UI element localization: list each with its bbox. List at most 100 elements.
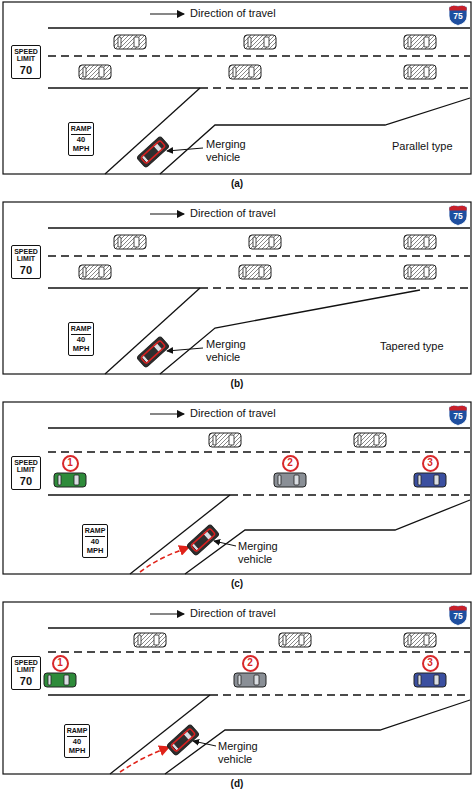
ramp-speed-sign: RAMP 40 MPH xyxy=(82,524,109,558)
sign-value: 40 MPH xyxy=(85,536,106,555)
ramp-type-label: Parallel type xyxy=(392,140,453,153)
ramp-speed-sign: RAMP 40 MPH xyxy=(68,122,95,156)
merge-path xyxy=(120,747,169,772)
speed-limit-sign: SPEED LIMIT70 xyxy=(11,456,41,491)
vehicle xyxy=(114,235,146,249)
panel-frame xyxy=(3,2,471,174)
sign-heading: RAMP xyxy=(71,125,92,132)
speed-limit-sign: SPEED LIMIT70 xyxy=(11,245,41,280)
lane-line xyxy=(48,651,470,652)
sign-value: 70 xyxy=(14,475,38,487)
merging-label: Merging vehicle xyxy=(206,138,246,164)
ramp-type-label: Tapered type xyxy=(380,340,444,353)
road-edge xyxy=(48,694,210,695)
vehicle xyxy=(134,633,166,647)
callout-number: 2 xyxy=(247,658,253,668)
vehicle xyxy=(274,473,306,487)
vehicle xyxy=(414,673,446,687)
merging-label: Merging vehicle xyxy=(218,740,258,766)
interstate-shield: 75 xyxy=(448,4,468,26)
leader-arrow xyxy=(214,541,236,546)
callout-number: 3 xyxy=(427,458,433,468)
road-edge xyxy=(48,287,200,288)
sign-value: 40 MPH xyxy=(71,334,92,353)
leader-arrow xyxy=(167,148,203,151)
vehicle xyxy=(239,265,271,279)
vehicle xyxy=(354,433,386,447)
ramp-edge xyxy=(185,500,470,574)
vehicle xyxy=(404,633,436,647)
ramp-speed-sign: RAMP 40 MPH xyxy=(64,724,91,758)
leader-arrow xyxy=(167,348,203,351)
direction-arrow xyxy=(150,213,184,214)
sign-heading: RAMP xyxy=(71,325,92,332)
vehicle xyxy=(249,235,281,249)
sign-value: 70 xyxy=(14,264,38,276)
ramp-edge xyxy=(165,700,470,774)
callout-number: 2 xyxy=(287,458,293,468)
road-edge xyxy=(48,87,200,88)
callout-number: 1 xyxy=(67,458,73,468)
callout-number: 2 xyxy=(282,455,299,472)
direction-arrow xyxy=(150,13,184,14)
panel-letter: (a) xyxy=(231,178,243,190)
speed-limit-sign: SPEED LIMIT70 xyxy=(11,45,41,80)
callout-number: 3 xyxy=(427,658,433,668)
vehicle xyxy=(79,65,111,79)
road-edge xyxy=(48,627,470,628)
merging-vehicle xyxy=(166,724,199,756)
sign-value: 70 xyxy=(14,64,38,76)
sign-heading: RAMP xyxy=(67,727,88,734)
merge-path xyxy=(140,547,189,572)
ramp-speed-sign: RAMP 40 MPH xyxy=(68,322,95,356)
vehicle xyxy=(114,35,146,49)
lane-line xyxy=(210,694,470,695)
sign-heading: SPEED LIMIT xyxy=(14,248,38,263)
road-edge xyxy=(48,227,470,228)
ramp-edge xyxy=(160,98,470,174)
lane-line xyxy=(48,55,470,56)
panel-letter: (d) xyxy=(231,778,244,790)
route-number: 75 xyxy=(448,404,468,421)
route-number: 75 xyxy=(448,204,468,221)
direction-label: Direction of travel xyxy=(190,607,276,620)
vehicle xyxy=(279,633,311,647)
callout-number: 3 xyxy=(422,455,439,472)
vehicle xyxy=(209,433,241,447)
vehicle xyxy=(229,65,261,79)
merging-label: Merging vehicle xyxy=(238,540,278,566)
lane-line xyxy=(200,87,470,88)
direction-arrow xyxy=(150,613,184,614)
ramp-edge xyxy=(110,695,210,774)
direction-arrow xyxy=(150,413,184,414)
lane-line xyxy=(230,494,470,495)
panel-drawing xyxy=(3,602,471,774)
sign-heading: SPEED LIMIT xyxy=(14,659,38,674)
panel-drawing xyxy=(3,202,471,374)
sign-heading: SPEED LIMIT xyxy=(14,48,38,63)
vehicle xyxy=(44,673,76,687)
panel-drawing xyxy=(3,402,471,574)
road-edge xyxy=(48,427,470,428)
interstate-shield: 75 xyxy=(448,604,468,626)
vehicle xyxy=(404,65,436,79)
ramp-edge xyxy=(130,495,230,574)
sign-heading: RAMP xyxy=(85,527,106,534)
merging-vehicle xyxy=(136,336,169,368)
vehicle xyxy=(404,235,436,249)
interstate-shield: 75 xyxy=(448,204,468,226)
vehicle xyxy=(79,265,111,279)
panel-frame xyxy=(3,602,471,774)
route-number: 75 xyxy=(448,604,468,621)
ramp-edge xyxy=(105,288,200,374)
sign-value: 40 MPH xyxy=(67,736,88,755)
lane-line xyxy=(48,255,470,256)
direction-label: Direction of travel xyxy=(190,207,276,220)
direction-label: Direction of travel xyxy=(190,7,276,20)
vehicle xyxy=(404,35,436,49)
leader-arrow xyxy=(193,741,216,746)
callout-number: 2 xyxy=(242,655,259,672)
callout-number: 1 xyxy=(62,455,79,472)
merging-label: Merging vehicle xyxy=(206,338,246,364)
sign-value: 40 MPH xyxy=(71,134,92,153)
